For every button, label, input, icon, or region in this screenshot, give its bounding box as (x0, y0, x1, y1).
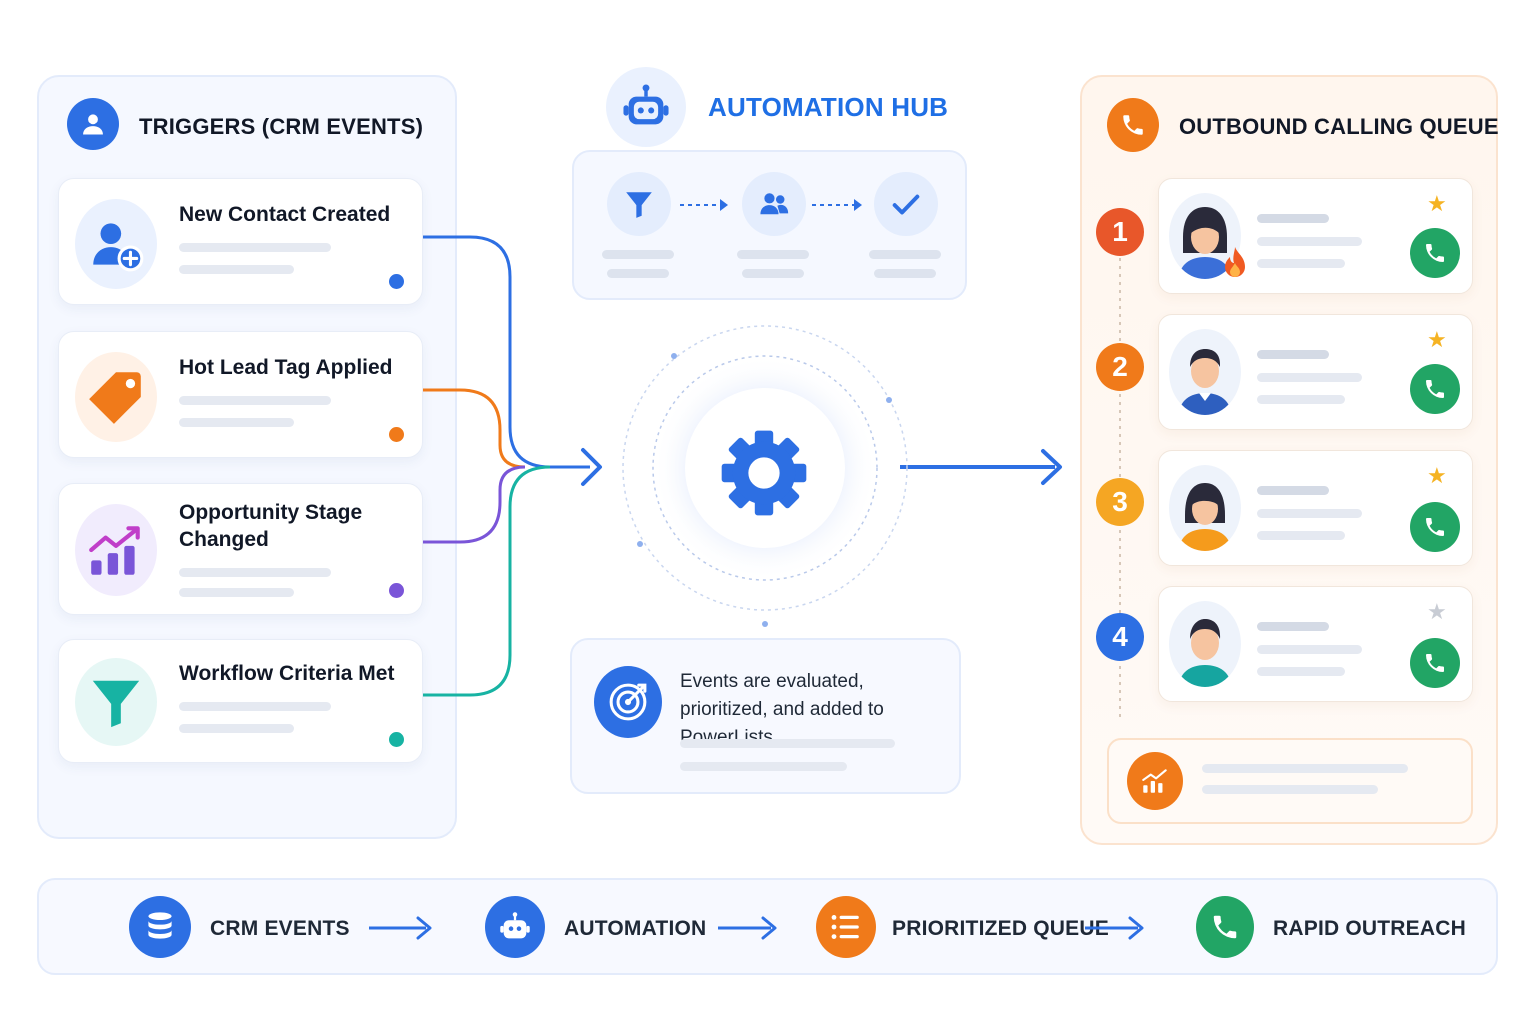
database-icon (129, 896, 191, 958)
queue-item[interactable]: ★ (1158, 450, 1473, 566)
placeholder-line (1257, 259, 1345, 268)
rank-badge: 2 (1096, 343, 1144, 391)
queue-item[interactable]: ★ (1158, 586, 1473, 702)
robot-icon (606, 67, 686, 147)
avatar (1169, 601, 1241, 687)
avatar (1169, 193, 1241, 279)
placeholder-line (179, 265, 294, 274)
check-icon (874, 172, 938, 236)
placeholder-line (607, 269, 669, 278)
placeholder-line (1202, 785, 1378, 794)
trigger-card-hot-lead[interactable]: Hot Lead Tag Applied (58, 331, 423, 458)
placeholder-line (179, 418, 294, 427)
avatar (1169, 465, 1241, 551)
trigger-label: Workflow Criteria Met (179, 662, 395, 685)
call-button[interactable] (1410, 364, 1460, 414)
placeholder-line (602, 250, 674, 259)
pipeline-arrows (369, 916, 1144, 940)
queue-title: OUTBOUND CALLING QUEUE (1179, 114, 1499, 139)
status-dot (389, 427, 404, 442)
placeholder-line (874, 269, 936, 278)
placeholder-line (1257, 622, 1329, 631)
rank-badge: 4 (1096, 613, 1144, 661)
placeholder-line (1257, 509, 1362, 518)
placeholder-line (869, 250, 941, 259)
queue-item[interactable]: ★ (1158, 178, 1473, 294)
users-icon (742, 172, 806, 236)
rank-badge: 3 (1096, 478, 1144, 526)
hub-steps-box (572, 150, 967, 300)
trigger-label: Opportunity Stage Changed (179, 501, 363, 551)
star-icon[interactable]: ★ (1427, 191, 1447, 216)
rank-badge: 1 (1096, 208, 1144, 256)
pipeline-step-label: AUTOMATION (564, 917, 707, 940)
avatar (1169, 329, 1241, 415)
pipeline-step-label: CRM EVENTS (210, 917, 350, 940)
funnel-icon (75, 658, 157, 746)
user-icon (67, 98, 119, 150)
status-dot (389, 274, 404, 289)
placeholder-line (1257, 531, 1345, 540)
hub-title: AUTOMATION HUB (708, 92, 949, 122)
placeholder-line (179, 724, 294, 733)
queue-item[interactable]: ★ (1158, 314, 1473, 430)
placeholder-line (179, 396, 331, 405)
trigger-card-new-contact[interactable]: New Contact Created (58, 178, 423, 305)
placeholder-line (179, 588, 294, 597)
placeholder-line (1257, 645, 1362, 654)
trigger-label: Hot Lead Tag Applied (179, 356, 393, 379)
placeholder-line (680, 762, 847, 771)
star-icon[interactable]: ★ (1427, 463, 1447, 488)
tag-icon (75, 352, 157, 442)
step-arrows (680, 199, 862, 211)
placeholder-line (179, 702, 331, 711)
placeholder-line (1257, 237, 1362, 246)
star-icon[interactable]: ★ (1427, 327, 1447, 352)
funnel-icon (607, 172, 671, 236)
triggers-title: TRIGGERS (CRM EVENTS) (139, 114, 424, 139)
robot-icon (485, 896, 545, 958)
call-button[interactable] (1410, 228, 1460, 278)
stats-icon (1127, 752, 1183, 810)
fire-icon (1221, 245, 1249, 284)
chart-growth-icon (75, 504, 157, 596)
placeholder-line (179, 243, 331, 252)
status-dot (389, 583, 404, 598)
pipeline-step-label: PRIORITIZED QUEUE (892, 917, 1109, 940)
trigger-card-opportunity[interactable]: Opportunity Stage Changed (58, 483, 423, 615)
call-button[interactable] (1410, 502, 1460, 552)
placeholder-line (1202, 764, 1408, 773)
trigger-card-workflow[interactable]: Workflow Criteria Met (58, 639, 423, 763)
placeholder-line (1257, 214, 1329, 223)
list-icon (816, 896, 876, 958)
star-outline-icon[interactable]: ★ (1427, 599, 1447, 624)
placeholder-line (179, 568, 331, 577)
gear-icon (718, 427, 810, 519)
target-icon (594, 666, 662, 738)
placeholder-line (1257, 350, 1329, 359)
placeholder-line (742, 269, 804, 278)
placeholder-line (1257, 667, 1345, 676)
status-dot (389, 732, 404, 747)
pipeline-step-label: RAPID OUTREACH (1273, 917, 1466, 940)
phone-icon (1107, 98, 1159, 152)
placeholder-line (1257, 373, 1362, 382)
trigger-label: New Contact Created (179, 203, 391, 226)
call-button[interactable] (1410, 638, 1460, 688)
placeholder-line (1257, 486, 1329, 495)
user-plus-icon (75, 199, 157, 289)
placeholder-line (680, 739, 895, 748)
placeholder-line (1257, 395, 1345, 404)
placeholder-line (737, 250, 809, 259)
phone-icon (1196, 896, 1254, 958)
